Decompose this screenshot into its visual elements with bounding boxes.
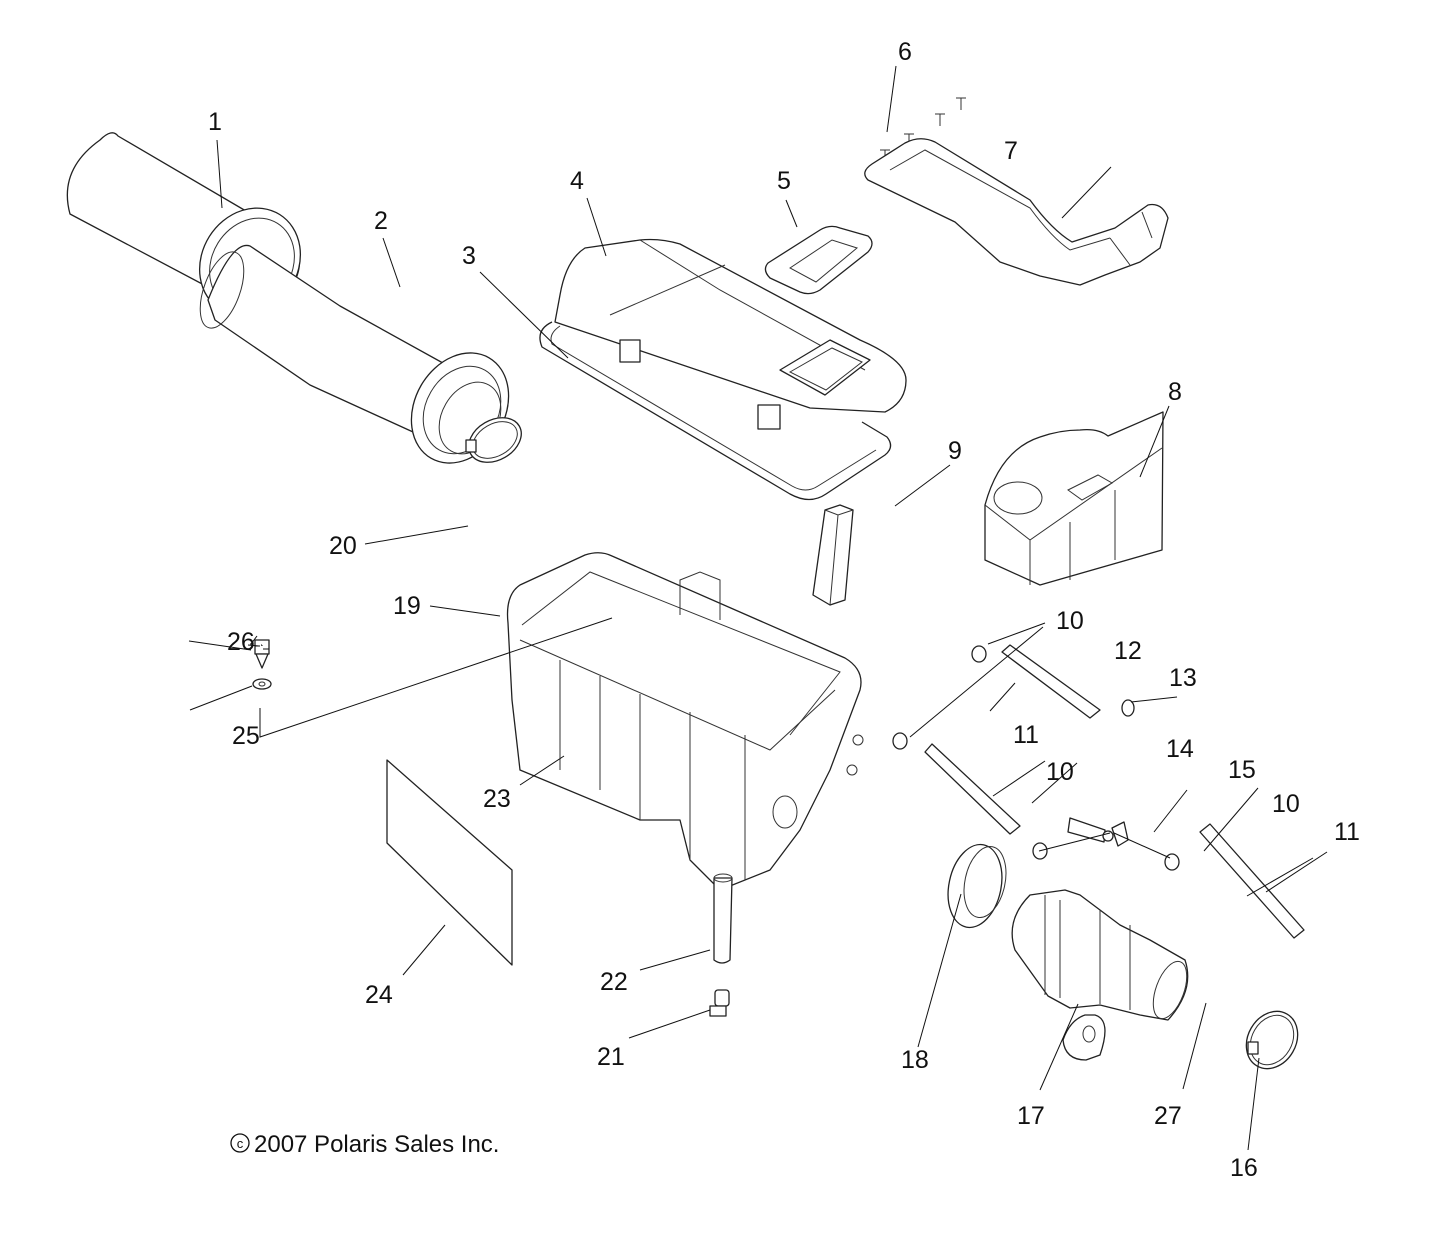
callout-24: 24 xyxy=(365,981,393,1009)
callout-18: 18 xyxy=(901,1046,929,1074)
air-box-cover-part xyxy=(554,238,907,430)
cover-plate-part xyxy=(764,225,873,295)
callout-11a: 11 xyxy=(1013,721,1039,749)
intake-duct-part xyxy=(864,138,1169,286)
callout-25: 25 xyxy=(232,722,260,750)
copyright-text: 2007 Polaris Sales Inc. xyxy=(254,1131,499,1158)
plug-cap-part xyxy=(1062,1014,1106,1061)
check-valve-part xyxy=(1067,817,1114,843)
callout-11b: 11 xyxy=(1334,818,1360,846)
callout-16: 16 xyxy=(1230,1154,1258,1182)
callout-21: 21 xyxy=(597,1043,625,1071)
leader-lines xyxy=(188,65,1328,1151)
drain-plug-part xyxy=(709,989,730,1017)
intake-boot-part xyxy=(1011,889,1189,1021)
callout-9: 9 xyxy=(948,437,962,465)
callout-labels: 1 2 3 4 5 6 7 8 9 10 10 10 11 11 12 13 1… xyxy=(208,38,1360,1182)
callout-10c: 10 xyxy=(1272,790,1300,818)
air-box-base-part xyxy=(506,552,864,891)
callout-20: 20 xyxy=(329,532,357,560)
callout-12: 12 xyxy=(1114,637,1142,665)
callout-17: 17 xyxy=(1017,1102,1045,1130)
callout-5: 5 xyxy=(777,167,791,195)
bolt-leader-bracket xyxy=(259,617,613,738)
callout-1: 1 xyxy=(208,108,222,136)
callout-7: 7 xyxy=(1004,137,1018,165)
callout-27: 27 xyxy=(1154,1102,1182,1130)
callout-13: 13 xyxy=(1169,664,1197,692)
decal-part xyxy=(386,759,513,966)
callout-2: 2 xyxy=(374,207,388,235)
callout-10a: 10 xyxy=(1056,607,1084,635)
copyright-notice: c 2007 Polaris Sales Inc. xyxy=(230,1131,499,1158)
foam-strip-part xyxy=(812,504,854,606)
ring-adapter-part xyxy=(947,843,1007,929)
band-clamp-16-part xyxy=(1245,1010,1299,1070)
washer-part xyxy=(252,678,272,690)
bolt-part xyxy=(254,639,270,669)
drain-tube-part xyxy=(713,873,733,964)
callout-19: 19 xyxy=(393,592,421,620)
callout-3: 3 xyxy=(462,242,476,270)
leader-12 xyxy=(989,682,1016,712)
callout-14: 14 xyxy=(1166,735,1194,763)
copyright-symbol-icon xyxy=(230,1133,250,1153)
band-clamp-20-part xyxy=(465,417,522,463)
callout-26: 26 xyxy=(227,628,255,656)
copyright-symbol-letter: c xyxy=(237,1136,244,1151)
callout-8: 8 xyxy=(1168,378,1182,406)
callout-23: 23 xyxy=(483,785,511,813)
callout-10b: 10 xyxy=(1046,758,1074,786)
hoses-part xyxy=(924,644,1305,939)
callout-15: 15 xyxy=(1228,756,1256,784)
clips-part xyxy=(1111,699,1135,847)
seal-part xyxy=(539,321,892,501)
callout-6: 6 xyxy=(898,38,912,66)
callout-4: 4 xyxy=(570,167,584,195)
screws-part xyxy=(880,97,966,162)
foam-block-part xyxy=(984,411,1164,586)
callout-22: 22 xyxy=(600,968,628,996)
